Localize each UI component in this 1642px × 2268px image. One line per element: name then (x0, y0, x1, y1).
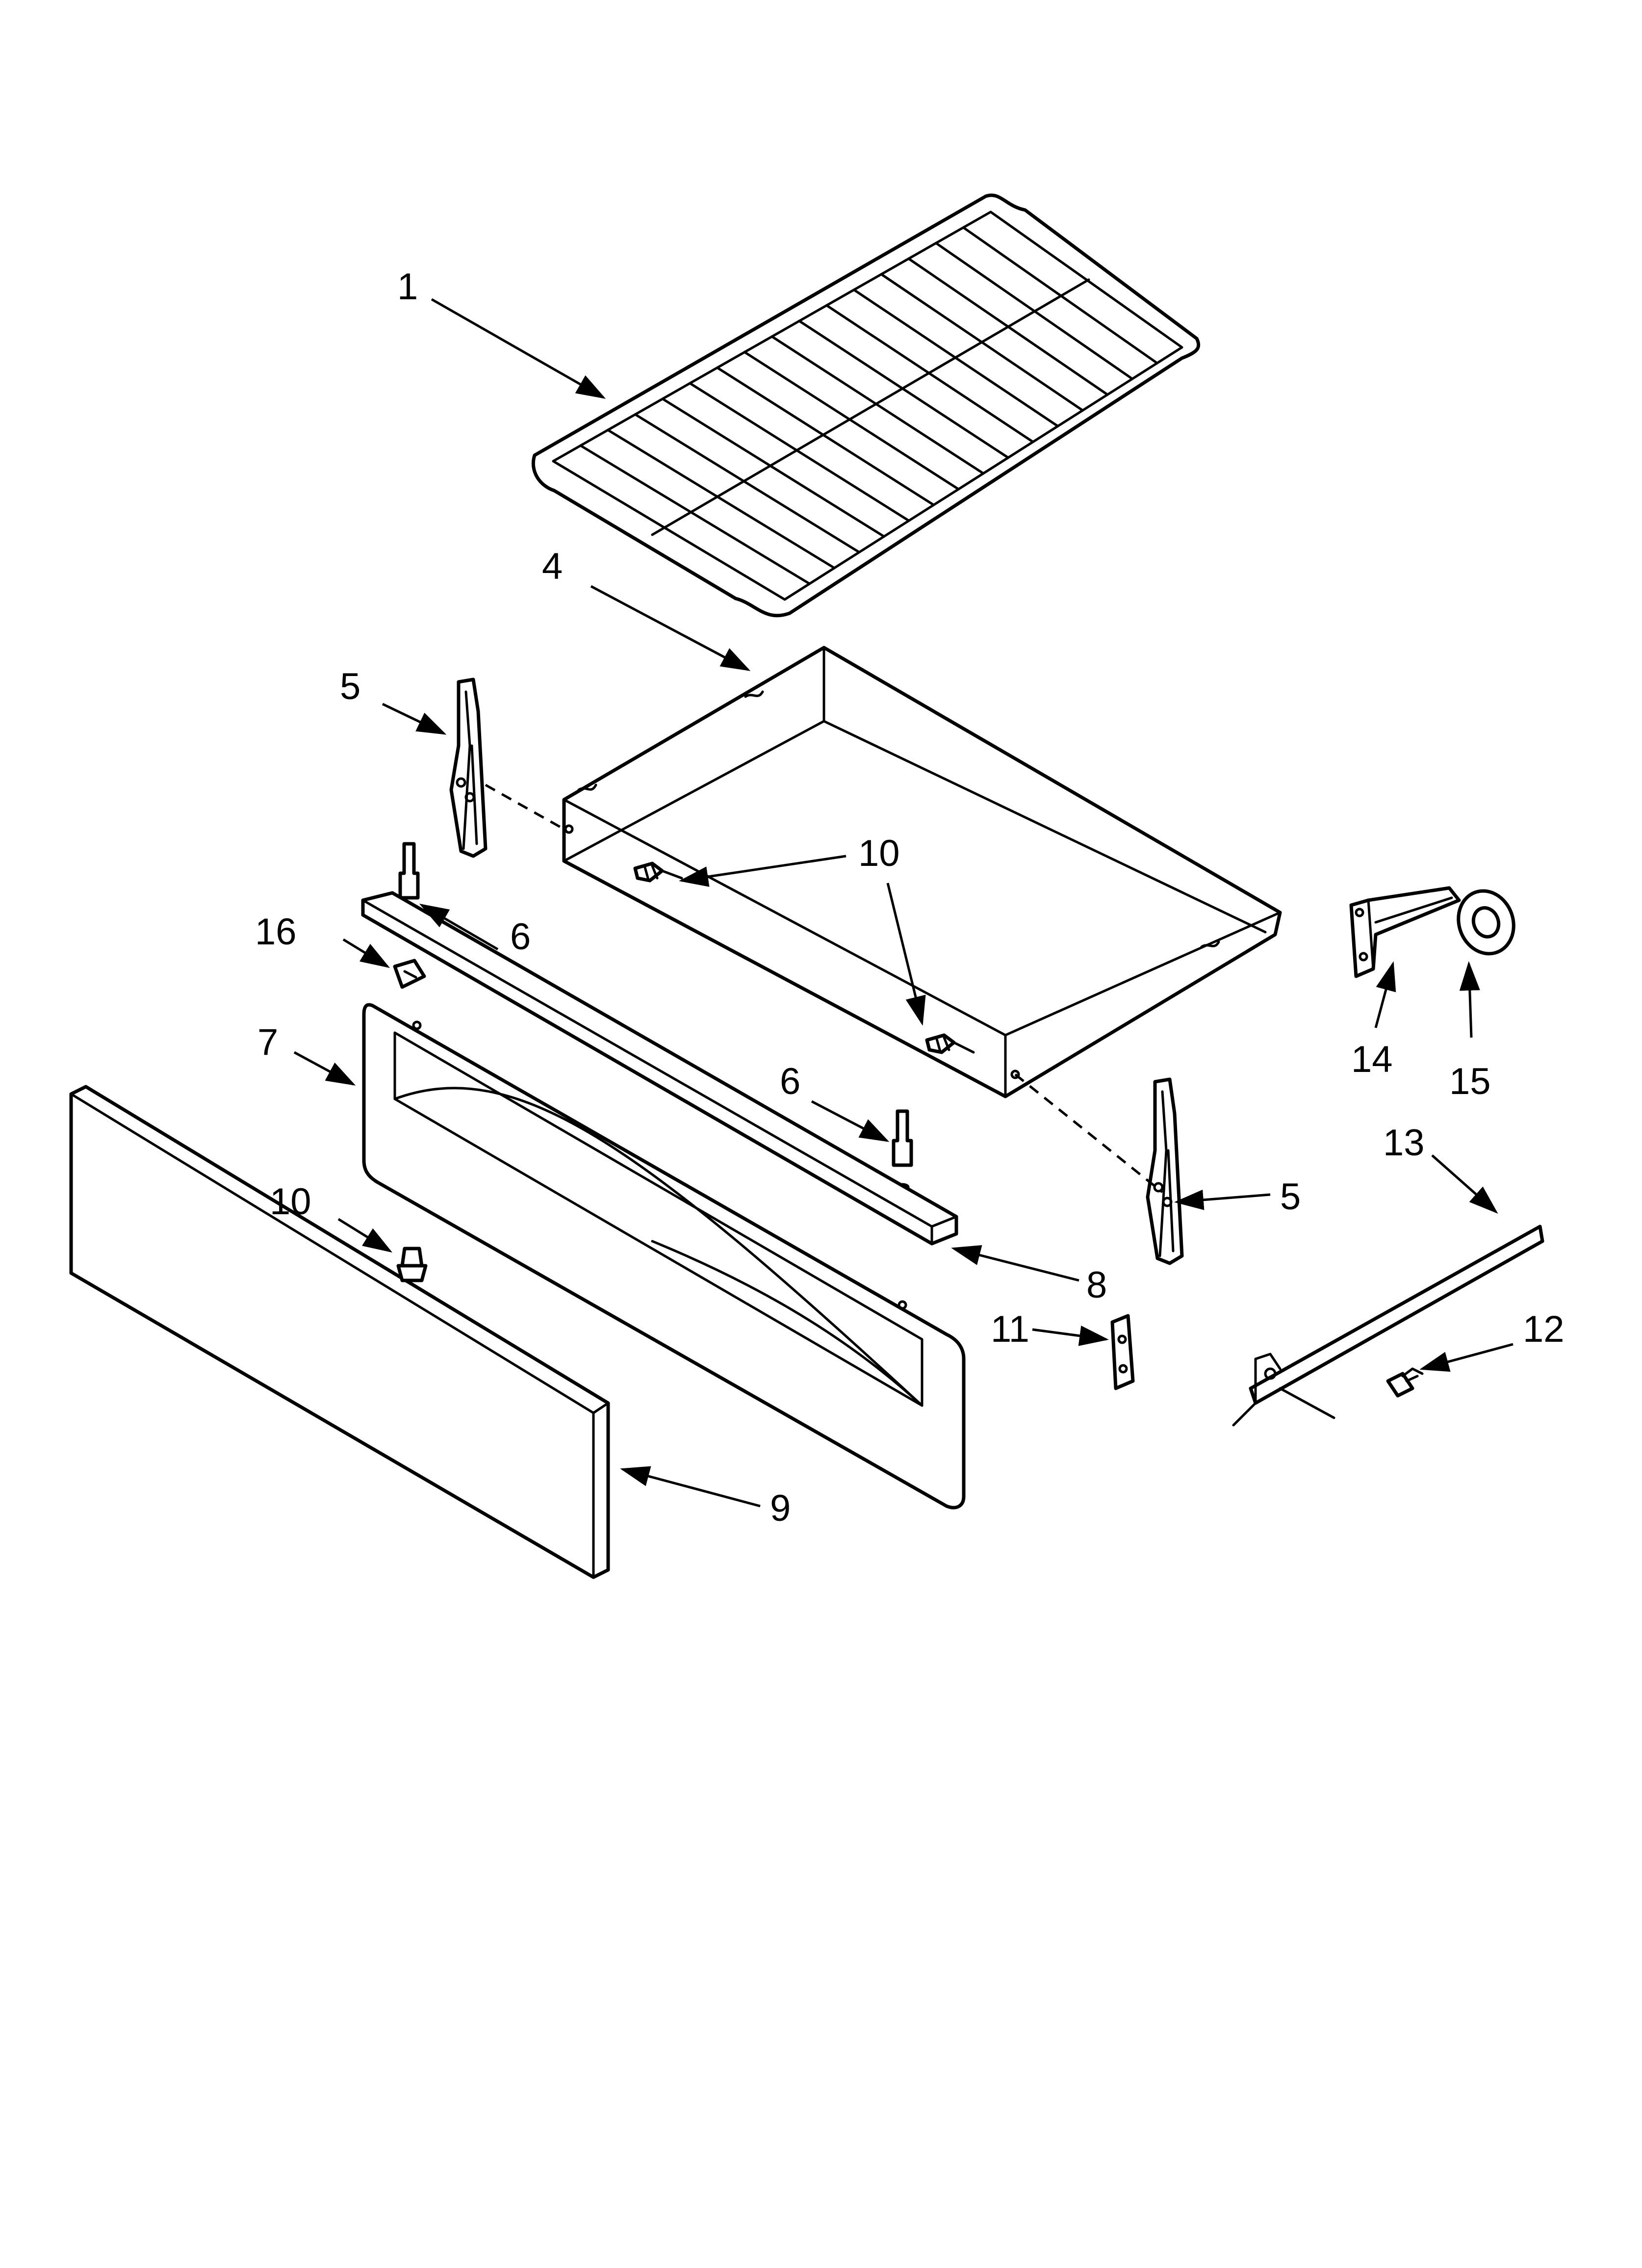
rack-bar (743, 351, 960, 491)
callout-12: 12 (1523, 1308, 1565, 1350)
part-9-kick-panel (69, 1085, 610, 1579)
part-16-clip (393, 959, 426, 989)
part-10-screw-middle (925, 1033, 975, 1054)
part-14-bracket (1349, 886, 1461, 978)
rack-bar (798, 319, 1010, 459)
alignment-line-left (485, 783, 565, 831)
rack-bar (716, 366, 935, 506)
alignment-line-right (1014, 1073, 1163, 1193)
rack-bar (770, 335, 985, 475)
callout-11: 11 (991, 1308, 1029, 1350)
part-10-screw-upper (633, 861, 683, 883)
part-10-screw-lower (396, 1247, 428, 1282)
part-4-drawer-pan (562, 646, 1282, 1098)
callout-4: 4 (542, 546, 563, 587)
part-11-bracket (1110, 1314, 1135, 1390)
rack-bar (607, 429, 836, 570)
leader-lines (293, 298, 1514, 1508)
callout-10-lower: 10 (270, 1181, 311, 1223)
callout-6-left: 6 (510, 916, 531, 958)
callout-15: 15 (1449, 1061, 1491, 1102)
part-8-front-support-bar (361, 891, 958, 1246)
part-12-screw (1386, 1367, 1424, 1398)
rack-bar (634, 413, 861, 554)
callout-1: 1 (397, 266, 418, 308)
part-6-stud-right (892, 1109, 913, 1192)
part-15-roller-wheel (1457, 889, 1515, 956)
rack-bar (689, 382, 910, 522)
part-13-side-rail (1232, 1225, 1544, 1427)
callout-16: 16 (255, 911, 297, 953)
rack-bar (579, 444, 811, 585)
callout-6-right: 6 (780, 1061, 800, 1102)
part-1-oven-rack (531, 193, 1201, 618)
rack-bar (661, 397, 885, 538)
callout-8: 8 (1086, 1264, 1107, 1306)
callout-14: 14 (1351, 1039, 1393, 1080)
callout-9: 9 (770, 1487, 791, 1529)
callout-10-upper: 10 (858, 833, 900, 874)
part-7-drawer-front-panel (362, 1003, 966, 1510)
part-5-slide-bracket-right (1146, 1077, 1184, 1265)
callout-5-left: 5 (340, 666, 360, 707)
callout-13: 13 (1383, 1122, 1425, 1164)
part-5-slide-bracket-left (449, 678, 487, 858)
callout-7: 7 (257, 1021, 278, 1063)
callout-5-right: 5 (1280, 1176, 1301, 1218)
